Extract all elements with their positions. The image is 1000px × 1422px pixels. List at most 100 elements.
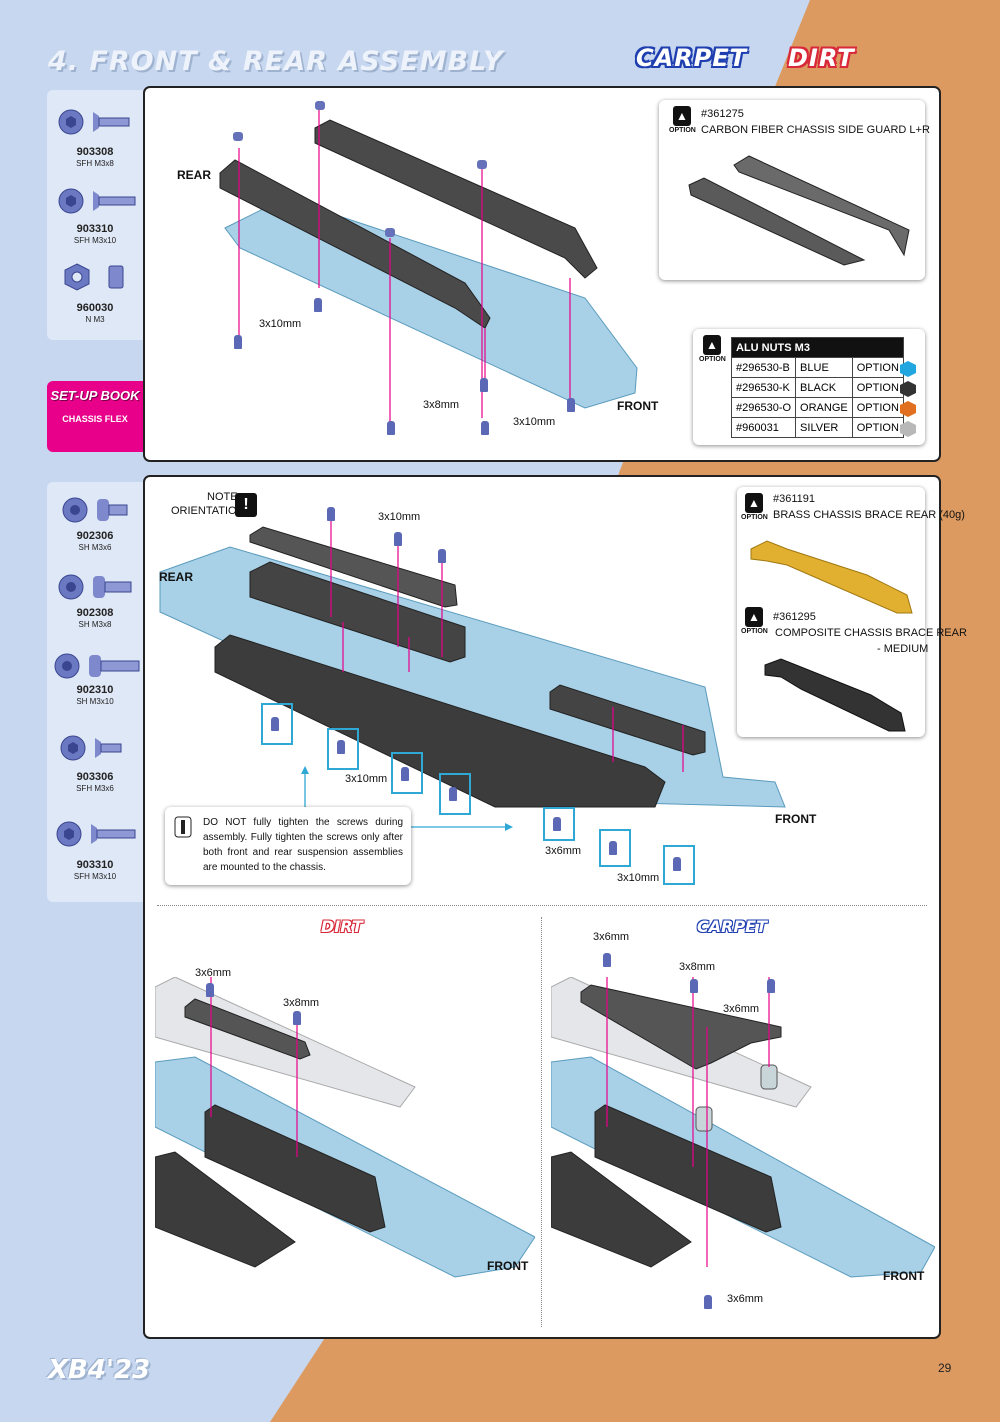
front-label: FRONT (775, 812, 817, 826)
dirt-section-badge: DIRT (321, 917, 363, 936)
screw-3x6 (767, 979, 775, 993)
option-icon: ▲OPTION (741, 493, 768, 521)
thumbs-up-icon: ▲ (745, 607, 763, 627)
setup-book-badge[interactable]: SET-UP BOOK CHASSIS FLEX (47, 381, 143, 452)
flat-head-screw-icon (56, 821, 136, 847)
chassis-side-guard-illustration (219, 110, 638, 428)
composite-brace-image (764, 658, 906, 732)
screw-highlight (599, 829, 631, 867)
option-side-guard-box: ▲OPTION #361275 CARBON FIBER CHASSIS SID… (659, 100, 930, 280)
option-icon: ▲OPTION (699, 335, 726, 363)
screw-3x8 (690, 979, 698, 993)
screw-3x10 (401, 767, 409, 781)
screw-3x10 (609, 841, 617, 855)
screw-highlight (261, 703, 293, 745)
option-description: CARBON FIBER CHASSIS SIDE GUARD L+R (701, 124, 930, 136)
thumbs-up-icon: ▲ (745, 493, 763, 513)
front-label: FRONT (487, 1259, 529, 1273)
screw-3x6 (704, 1295, 712, 1309)
page-title: 4. FRONT & REAR ASSEMBLY (48, 46, 504, 77)
flat-head-screw-icon (58, 188, 136, 214)
screw-size-label: 3x10mm (513, 416, 556, 428)
front-label: FRONT (617, 399, 659, 413)
screw-size-label: 3x6mm (593, 931, 630, 943)
socket-head-screw-icon (58, 574, 132, 600)
screw-size-label: 3x6mm (727, 1293, 764, 1305)
vertical-divider (541, 917, 542, 1327)
option-icon: ▲OPTION (741, 607, 768, 635)
thumbs-up-icon: ▲ (673, 106, 691, 126)
rear-label: REAR (159, 570, 194, 584)
carpet-section-badge: CARPET (697, 917, 768, 936)
note-label: NOTE (207, 491, 238, 503)
screw-size-label: 3x10mm (617, 872, 660, 884)
option-part-number: #361275 (701, 108, 744, 120)
screw-3x8 (387, 421, 395, 435)
screw-size-label: 3x10mm (259, 318, 302, 330)
option-part-number: #361295 (773, 611, 816, 623)
carpet-badge: CARPET (636, 44, 748, 72)
socket-head-screw-icon (62, 497, 128, 523)
screw-size-label: 3x10mm (345, 773, 388, 785)
carpet-brace-illustration (551, 977, 935, 1278)
assembly-tip-text: DO NOT fully tighten the screws during a… (203, 817, 403, 873)
screw-3x10 (327, 507, 335, 521)
dirt-brace-illustration (155, 977, 535, 1278)
screw-size-label: 3x6mm (723, 1003, 760, 1015)
note-orientation-label: ORIENTATION (171, 505, 245, 517)
footer-logo: XB4'23 (48, 1355, 151, 1385)
screw-3x6 (206, 983, 214, 997)
section-divider (157, 905, 927, 906)
option-description: BRASS CHASSIS BRACE REAR (40g) (773, 509, 965, 521)
warning-icon: ! (235, 493, 257, 517)
screw-3x10 (337, 740, 345, 754)
chassis-brace-illustration (159, 517, 786, 831)
carbon-side-guard-image (688, 155, 910, 266)
screw-highlight (391, 752, 423, 794)
screw-highlight (439, 773, 471, 815)
screw-3x10 (449, 787, 457, 801)
option-description-cont: - MEDIUM (877, 643, 929, 655)
nut-m3 (315, 101, 325, 110)
option-part-number: #361191 (773, 493, 816, 505)
screw-size-label: 3x8mm (679, 961, 716, 973)
alu-nuts-title: ALU NUTS M3 (731, 337, 904, 358)
screw-size-label: 3x8mm (423, 399, 460, 411)
screw-3x10 (567, 398, 575, 412)
page-number: 29 (938, 1361, 952, 1375)
dirt-badge: DIRT (788, 44, 855, 72)
option-brace-box: ▲OPTION #361191 BRASS CHASSIS BRACE REAR… (737, 487, 967, 737)
step2-panel: NOTE ORIENTATION ! REAR FRONT 3x10mm 3x1… (143, 475, 967, 1339)
nut-m3 (385, 228, 395, 237)
screw-3x8 (293, 1011, 301, 1025)
assembly-tip-box: DO NOT fully tighten the screws during a… (165, 807, 411, 885)
screw-size-label: 3x8mm (283, 997, 320, 1009)
step1-panel: REAR FRONT 3x10mm 3x8mm 3x10mm ▲OPTION #… (143, 86, 941, 462)
screw-3x6 (603, 953, 611, 967)
screw-3x10 (438, 549, 446, 563)
thumbs-up-icon: ▲ (703, 335, 721, 355)
nut-icon (64, 263, 124, 291)
screw-highlight (663, 845, 695, 885)
screw-3x10 (673, 857, 681, 871)
screw-3x8 (480, 378, 488, 392)
screw-3x10 (234, 335, 242, 349)
flat-head-screw-icon (58, 109, 130, 135)
setup-book-title: SET-UP BOOK (50, 388, 140, 403)
screw-highlight (543, 807, 575, 841)
socket-head-screw-icon (54, 653, 140, 679)
screwdriver-tip-icon (174, 816, 192, 838)
screw-3x10 (271, 717, 279, 731)
